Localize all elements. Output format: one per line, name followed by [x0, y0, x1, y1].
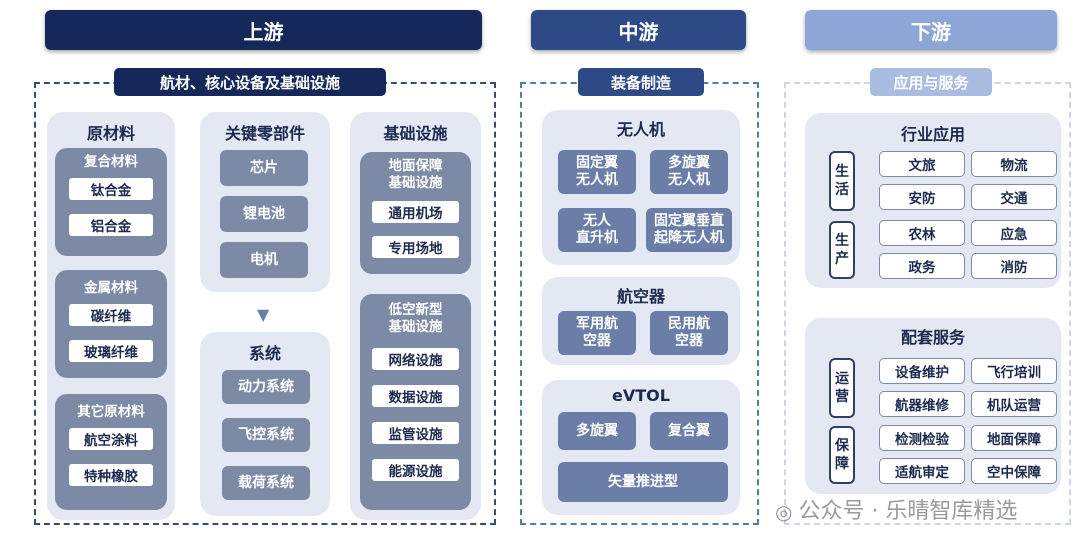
watermark: ◎ 公众号 · 乐晴智库精选	[775, 497, 1017, 527]
category-label: 生 产	[829, 221, 855, 279]
item-box: 载荷系统	[222, 466, 310, 500]
group-metal: 金属材料 碳纤维 玻璃纤维	[55, 270, 167, 378]
group-title: 其它原材料	[77, 404, 145, 420]
group-composite: 复合材料 钛合金 铝合金	[55, 148, 167, 256]
item-box: 机队运营	[971, 391, 1057, 417]
item-box: 设备维护	[879, 358, 965, 384]
evtol-panel: eVTOL 多旋翼 复合翼 矢量推进型	[542, 380, 740, 515]
item-box: 能源设施	[372, 459, 459, 481]
item-box: 复合翼	[650, 412, 728, 450]
watermark-text: 公众号 · 乐晴智库精选	[798, 499, 1018, 524]
industry-panel: 行业应用 生 活 文旅 物流 安防 交通 生 产 农林 应急 政务 消防	[805, 113, 1061, 288]
item-box: 检测检验	[879, 425, 965, 451]
item-box: 文旅	[879, 151, 965, 177]
item-box: 特种橡胶	[69, 464, 153, 486]
item-box: 网络设施	[372, 348, 459, 370]
panel-title: 航空器	[616, 287, 665, 306]
downstream-label: 应用与服务	[870, 68, 992, 96]
category-label: 生 活	[829, 151, 855, 211]
item-box: 通用机场	[372, 201, 459, 223]
item-box: 固定翼垂直 起降无人机	[646, 208, 732, 252]
item-box: 矢量推进型	[558, 462, 728, 502]
key-parts-panel: 关键零部件 芯片 锂电池 电机	[200, 112, 330, 292]
item-box: 无人 直升机	[558, 208, 636, 252]
item-box: 多旋翼	[558, 412, 636, 450]
item-box: 监管设施	[372, 422, 459, 444]
group-other: 其它原材料 航空涂料 特种橡胶	[55, 394, 167, 510]
infrastructure-panel: 基础设施 地面保障 基础设施 通用机场 专用场地 低空新型 基础设施 网络设施 …	[350, 112, 481, 520]
item-box: 动力系统	[222, 370, 310, 404]
panel-title: 关键零部件	[224, 124, 305, 143]
panel-title: eVTOL	[612, 386, 670, 405]
midstream-label: 装备制造	[578, 68, 704, 96]
upstream-header: 上游	[45, 10, 482, 50]
item-box: 铝合金	[69, 214, 153, 236]
panel-title: 原材料	[86, 124, 135, 143]
item-box: 钛合金	[69, 178, 153, 200]
category-label: 运 营	[829, 358, 855, 418]
item-box: 应急	[971, 220, 1057, 246]
item-box: 碳纤维	[69, 304, 153, 326]
item-box: 锂电池	[220, 196, 308, 232]
item-box: 消防	[971, 253, 1057, 279]
item-box: 固定翼 无人机	[558, 150, 636, 194]
group-title: 地面保障 基础设施	[388, 158, 443, 191]
category-label: 保 障	[829, 426, 855, 484]
panel-title: 行业应用	[900, 125, 965, 144]
item-box: 航器维修	[879, 391, 965, 417]
uav-panel: 无人机 固定翼 无人机 多旋翼 无人机 无人 直升机 固定翼垂直 起降无人机	[542, 110, 740, 265]
item-box: 民用航 空器	[650, 311, 728, 355]
group-ground: 地面保障 基础设施 通用机场 专用场地	[360, 152, 471, 274]
item-box: 物流	[971, 151, 1057, 177]
item-box: 电机	[220, 242, 308, 278]
panel-title: 配套服务	[900, 328, 965, 347]
group-title: 金属材料	[84, 280, 138, 296]
panel-title: 基础设施	[383, 124, 448, 143]
aircraft-panel: 航空器 军用航 空器 民用航 空器	[542, 277, 740, 365]
item-box: 飞控系统	[222, 418, 310, 452]
upstream-label: 航材、核心设备及基础设施	[114, 68, 386, 96]
item-box: 适航审定	[879, 458, 965, 484]
item-box: 航空涂料	[69, 428, 153, 450]
item-box: 安防	[879, 184, 965, 210]
item-box: 专用场地	[372, 236, 459, 258]
item-box: 多旋翼 无人机	[650, 150, 728, 194]
item-box: 数据设施	[372, 385, 459, 407]
item-box: 飞行培训	[971, 358, 1057, 384]
item-box: 政务	[879, 253, 965, 279]
wechat-icon: ◎	[775, 500, 793, 524]
item-box: 交通	[971, 184, 1057, 210]
item-box: 地面保障	[971, 425, 1057, 451]
midstream-header: 中游	[531, 10, 746, 50]
item-box: 空中保障	[971, 458, 1057, 484]
panel-title: 无人机	[616, 120, 665, 139]
group-new: 低空新型 基础设施 网络设施 数据设施 监管设施 能源设施	[360, 294, 471, 510]
system-panel: 系统 动力系统 飞控系统 载荷系统	[200, 332, 330, 516]
group-title: 低空新型 基础设施	[388, 302, 443, 335]
raw-materials-panel: 原材料 复合材料 钛合金 铝合金 金属材料 碳纤维 玻璃纤维 其它原材料 航空涂…	[47, 112, 175, 520]
support-panel: 配套服务 运 营 设备维护 飞行培训 航器维修 机队运营 保 障 检测检验 地面…	[805, 318, 1061, 494]
down-arrow-icon: ▼	[257, 305, 270, 324]
item-box: 玻璃纤维	[69, 340, 153, 362]
item-box: 农林	[879, 220, 965, 246]
item-box: 军用航 空器	[558, 311, 636, 355]
item-box: 芯片	[220, 150, 308, 186]
group-title: 复合材料	[84, 154, 138, 170]
panel-title: 系统	[248, 344, 281, 363]
downstream-header: 下游	[805, 10, 1057, 50]
